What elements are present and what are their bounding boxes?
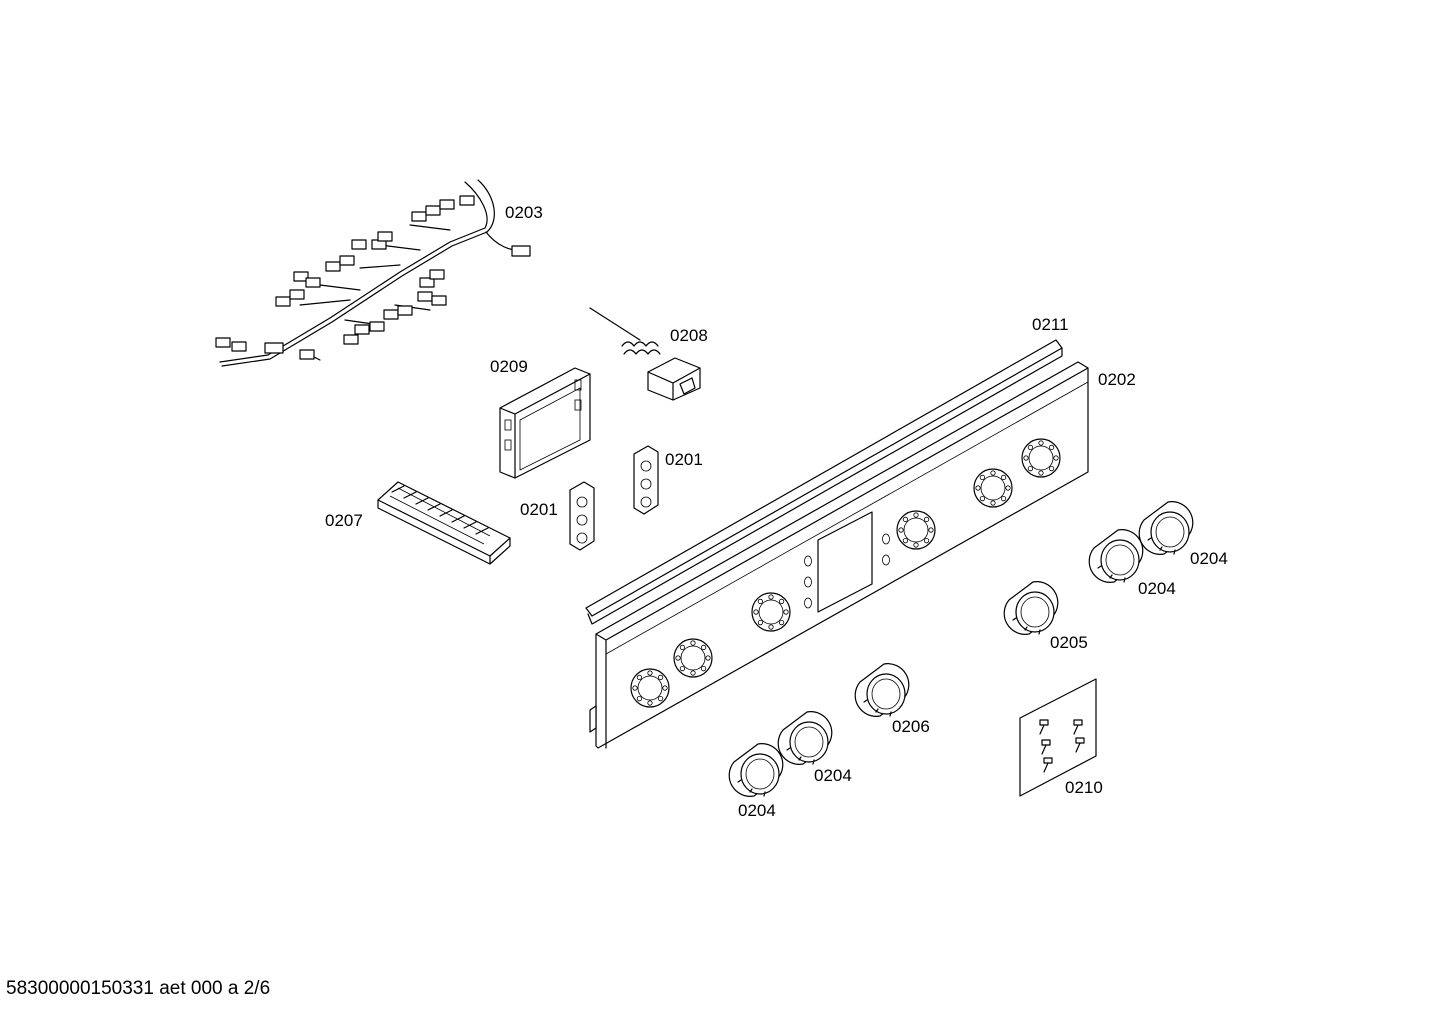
thermostat-drawing [589,307,701,401]
part-label-0206: 0206 [892,717,930,736]
knob-0204-a-drawing [1138,501,1194,555]
part-label-0210: 0210 [1065,778,1103,797]
part-label-0211: 0211 [1032,315,1069,334]
control-module-drawing [499,367,591,479]
part-label-0204-b: 0204 [1138,579,1176,598]
indicator-holder-drawing [569,445,659,551]
part-label-0209: 0209 [490,357,528,376]
wiring-harness-drawing [215,179,531,367]
part-label-0208: 0208 [670,326,708,345]
knob-0205-drawing [1003,581,1059,635]
document-footer: 58300000150331 aet 000 a 2/6 [6,978,271,999]
trim-strip-drawing [585,339,1063,625]
control-panel-drawing [589,361,1089,749]
knob-0204-d-drawing [728,743,784,797]
knob-0204-b-drawing [1088,529,1144,583]
screw-set-drawing [1019,678,1097,797]
part-label-0204-c: 0204 [814,766,852,785]
knob-0206-drawing [854,663,910,717]
terminal-block-drawing [377,481,511,565]
part-label-0202: 0202 [1098,370,1136,389]
knob-0204-c-drawing [777,711,833,765]
part-label-0204-d: 0204 [738,801,776,820]
part-label-0203: 0203 [505,203,543,222]
part-label-0201-a: 0201 [665,450,703,469]
part-label-0207: 0207 [325,511,363,530]
part-label-0201-b: 0201 [520,500,558,519]
part-label-0205: 0205 [1050,633,1088,652]
part-label-0204-a: 0204 [1190,549,1228,568]
